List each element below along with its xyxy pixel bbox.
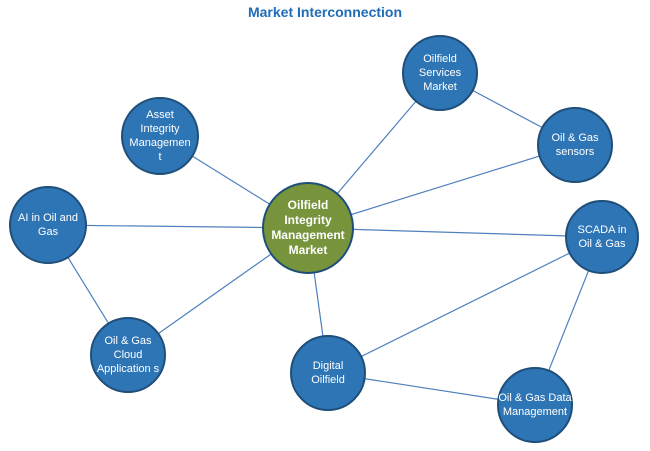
diagram-title: Market Interconnection bbox=[247, 4, 403, 20]
node-services-circle bbox=[402, 35, 478, 111]
node-services-label: Oilfield Services Market bbox=[418, 53, 462, 93]
edge-digital-scada bbox=[327, 236, 603, 374]
node-asset-label: Asset Integrity Managemen t bbox=[129, 109, 191, 163]
node-center-label: Oilfield Integrity Management Market bbox=[271, 198, 345, 257]
node-ai-label: AI in Oil and Gas bbox=[18, 212, 78, 238]
node-digital-label: Digital Oilfield bbox=[311, 360, 345, 386]
node-sensors-label: Oil & Gas sensors bbox=[551, 132, 599, 158]
node-center-circle bbox=[262, 182, 354, 274]
node-sensors-circle bbox=[537, 107, 613, 183]
node-data-circle bbox=[497, 367, 573, 443]
node-scada-label: SCADA in Oil & Gas bbox=[577, 224, 627, 250]
node-cloud-label: Oil & Gas Cloud Application s bbox=[96, 335, 160, 375]
node-ai-circle bbox=[9, 186, 87, 264]
edge-center-scada bbox=[307, 227, 603, 238]
node-asset-circle bbox=[121, 97, 199, 175]
edge-center-sensors bbox=[307, 144, 576, 229]
node-digital-circle bbox=[290, 335, 366, 411]
node-data-label: Oil & Gas Data Management bbox=[498, 392, 572, 418]
node-scada-circle bbox=[565, 200, 639, 274]
node-cloud-circle bbox=[90, 317, 166, 393]
